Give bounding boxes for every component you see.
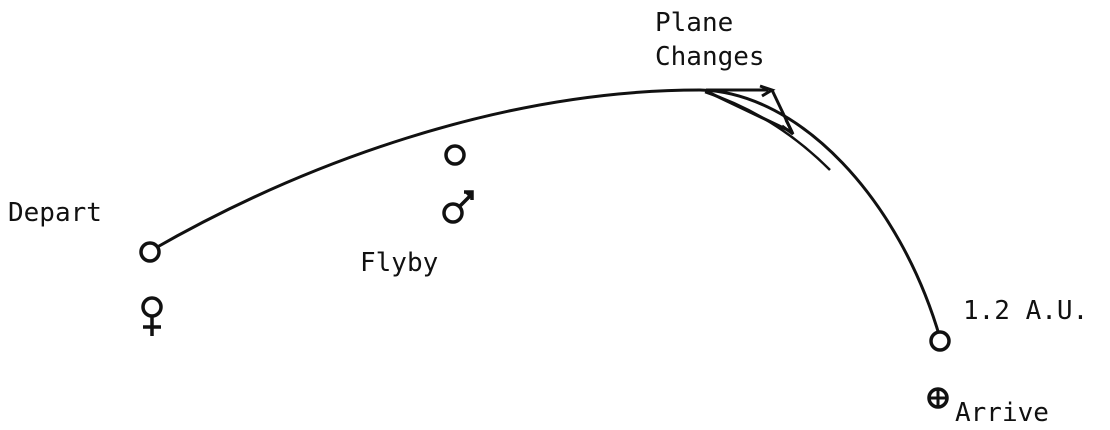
arrive-point (929, 330, 951, 352)
depart-point (139, 241, 161, 263)
distance-label: 1.2 A.U. (963, 296, 1089, 326)
depart-label: Depart (8, 198, 102, 228)
earth-symbol-icon (927, 387, 949, 409)
arrive-label: Arrive (955, 398, 1049, 428)
plane-changes-label-line2: Changes (655, 42, 765, 72)
plane-change-arrows (706, 84, 795, 136)
flyby-label: Flyby (360, 248, 439, 278)
venus-symbol-icon (141, 296, 163, 336)
trajectory-arc (151, 88, 942, 339)
plane-change-segment (704, 90, 831, 171)
mars-symbol-icon (442, 190, 474, 224)
mars-point (444, 144, 466, 166)
plane-changes-label-line1: Plane (655, 8, 734, 38)
